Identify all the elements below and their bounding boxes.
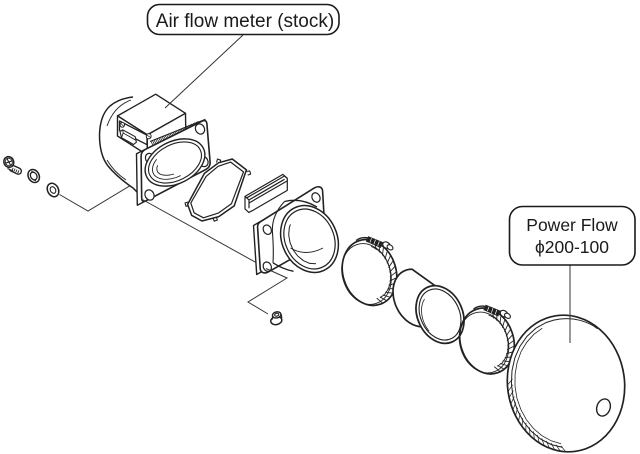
svg-text:Power Flow: Power Flow <box>526 215 618 235</box>
svg-text:ϕ200-100: ϕ200-100 <box>535 237 609 257</box>
svg-text:Air flow meter (stock): Air flow meter (stock) <box>156 11 334 32</box>
